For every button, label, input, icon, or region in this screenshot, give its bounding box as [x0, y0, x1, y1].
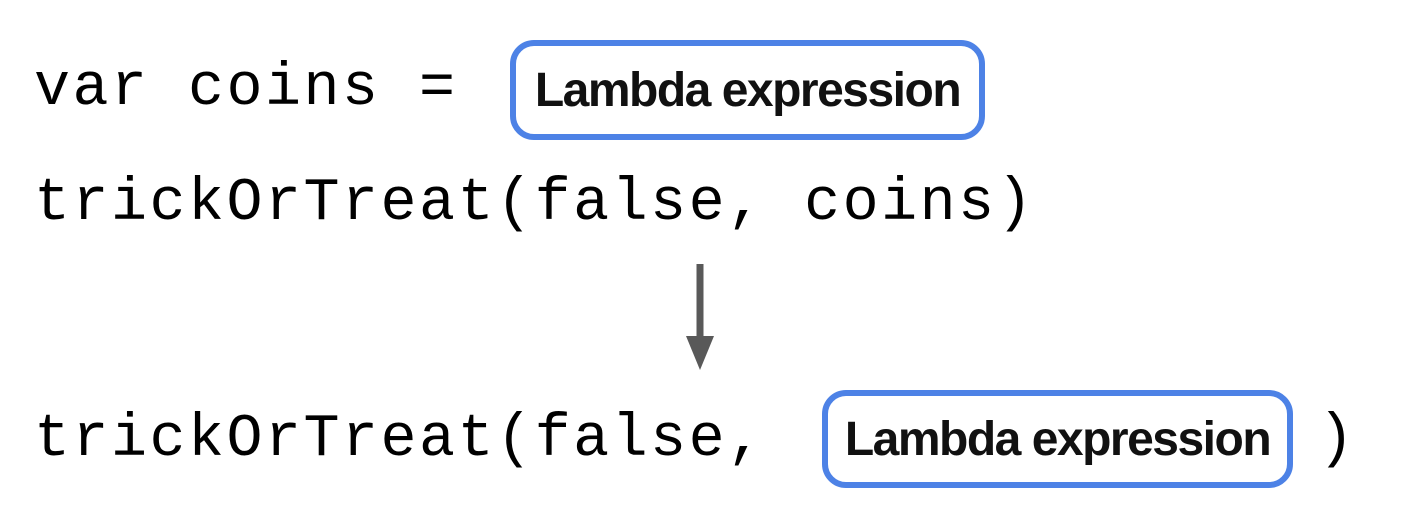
lambda-expression-box-1: Lambda expression: [510, 40, 985, 140]
lambda-expression-label: Lambda expression: [844, 412, 1272, 466]
code-line-trickortreat-coins: trickOrTreat(false, coins): [34, 170, 1036, 238]
code-line-var-coins: var coins =: [34, 55, 458, 123]
code-line-trickortreat-lambda: trickOrTreat(false,: [34, 406, 766, 474]
arrow-down-icon: [686, 264, 714, 370]
lambda-expression-box-2: Lambda expression: [822, 390, 1293, 488]
lambda-expression-label: Lambda expression: [534, 63, 962, 117]
code-closing-paren: ): [1318, 406, 1357, 474]
